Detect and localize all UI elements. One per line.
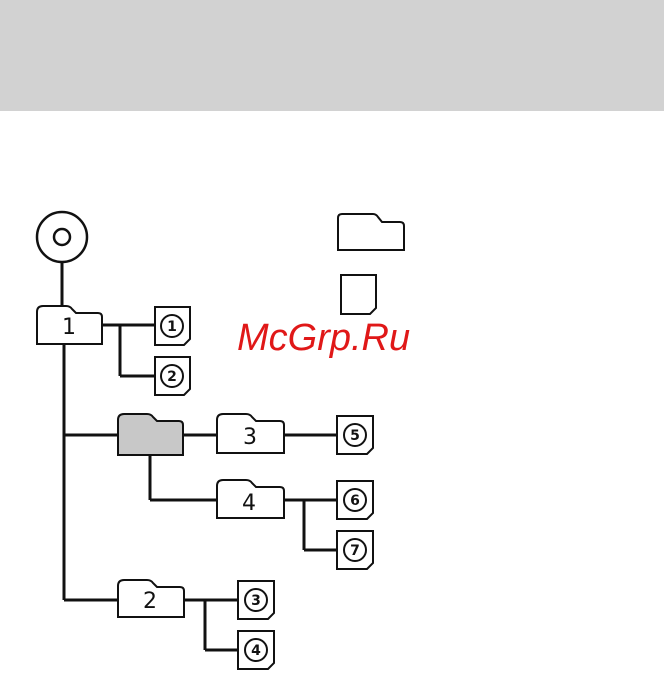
track-3-number: 3 bbox=[251, 593, 261, 609]
disc-icon bbox=[37, 212, 87, 262]
watermark-text: McGrp.Ru bbox=[237, 317, 410, 359]
folder-4-icon: 4 bbox=[217, 480, 284, 518]
track-file-1-icon: 1 bbox=[155, 307, 190, 345]
folder-2-icon: 2 bbox=[118, 580, 184, 617]
track-file-3-icon: 3 bbox=[238, 581, 274, 619]
folder-3-icon: 3 bbox=[217, 414, 284, 453]
track-7-number: 7 bbox=[350, 543, 360, 559]
folder-highlighted-icon bbox=[118, 414, 183, 455]
track-6-number: 6 bbox=[350, 493, 360, 509]
folder-1-icon: 1 bbox=[37, 306, 102, 344]
folder-4-label: 4 bbox=[242, 491, 256, 516]
legend-folder-icon bbox=[338, 214, 404, 250]
legend-file-icon bbox=[341, 275, 376, 314]
track-file-4-icon: 4 bbox=[238, 631, 274, 669]
track-file-7-icon: 7 bbox=[337, 531, 373, 569]
track-1-number: 1 bbox=[167, 319, 177, 335]
track-file-6-icon: 6 bbox=[337, 481, 373, 519]
folder-1-label: 1 bbox=[62, 315, 76, 340]
track-5-number: 5 bbox=[350, 428, 360, 444]
track-2-number: 2 bbox=[167, 369, 177, 385]
track-4-number: 4 bbox=[251, 643, 261, 659]
track-file-2-icon: 2 bbox=[155, 357, 190, 395]
folder-3-label: 3 bbox=[243, 425, 257, 450]
track-file-5-icon: 5 bbox=[337, 416, 373, 454]
folder-2-label: 2 bbox=[143, 589, 157, 614]
